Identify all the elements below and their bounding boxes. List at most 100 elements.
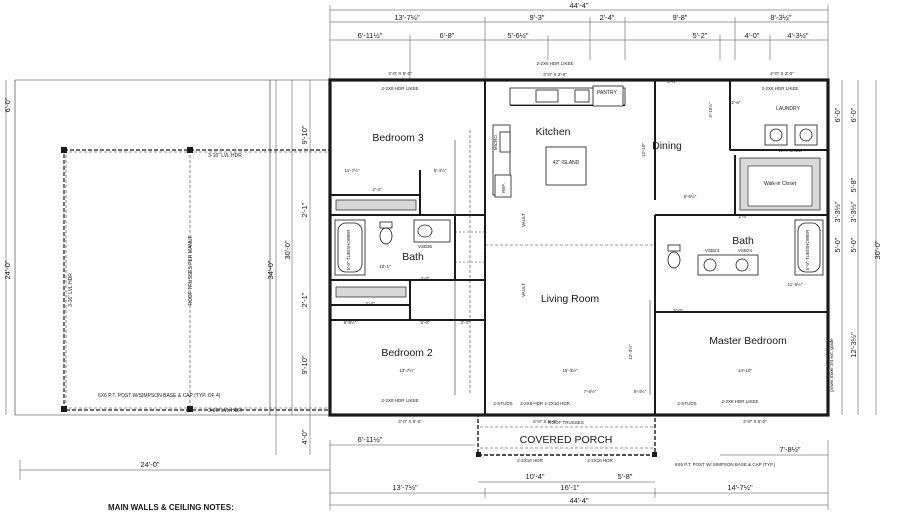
kitchen-label: Kitchen bbox=[535, 126, 570, 138]
right-seg-2: 5'-8" bbox=[849, 177, 858, 192]
refrigerator-label: REF. bbox=[501, 183, 506, 193]
left-seg-1: 9'-10" bbox=[300, 125, 309, 144]
right-bath-label: Bath bbox=[732, 235, 754, 247]
bed2-width: 13'-7½" bbox=[399, 367, 415, 373]
top-dim-5: 8'-3½" bbox=[770, 13, 792, 22]
right-overall: 30'-0" bbox=[873, 240, 882, 259]
left-seg-2: 2'-1" bbox=[300, 202, 309, 217]
right-seg-3: 3'-3½" bbox=[849, 201, 858, 223]
laundry-dim-a: 2'-6" bbox=[732, 100, 741, 105]
bedroom-3-label: Bedroom 3 bbox=[372, 132, 424, 144]
header-bot-mid: 2-2X8 HDR 2-2X10 HDR bbox=[520, 401, 571, 406]
window-bot-left: 3'-0" X 5'-0" bbox=[398, 419, 422, 424]
left-overall-far: 24'-0" bbox=[3, 260, 12, 279]
bath-width: 10'-1" bbox=[379, 264, 391, 269]
lvl-header-bottom: 3-16" LVL HDR bbox=[208, 408, 242, 414]
bottom-dim-1: 13'-7½" bbox=[392, 483, 418, 492]
porch-width-b: 5'-8" bbox=[618, 472, 633, 481]
post-note: 6X6 P.T. POST W/SIMPSON BASE & CAP (TYP.… bbox=[98, 393, 221, 399]
living-width: 15'-3½" bbox=[562, 367, 578, 373]
bed2-dim-c: 3'-4" bbox=[461, 320, 470, 325]
vault-label: VAULT bbox=[521, 213, 526, 227]
pantry-label: PANTRY bbox=[597, 90, 617, 96]
master-bedroom-label: Master Bedroom bbox=[709, 335, 787, 347]
living-height: 12'-3½" bbox=[627, 344, 633, 360]
room-labels: Bedroom 3 Bedroom 2 Kitchen Dining Livin… bbox=[372, 90, 800, 359]
right-seg-4: 5'-0" bbox=[849, 237, 858, 252]
lvl-vertical-note: 3-16" LVL HDR bbox=[68, 273, 74, 307]
left-tub-label: 5'-0" TUB/SHOWER bbox=[346, 229, 351, 270]
master-width: 14'-10" bbox=[738, 368, 752, 373]
bed2-dim-a: 6'-8½" bbox=[344, 319, 357, 325]
interior-walls bbox=[330, 80, 828, 415]
header-bot-left: 2-2X8 HDR LIKEE bbox=[381, 398, 418, 403]
walk-in-closet-label: Walk-in Closet bbox=[764, 181, 797, 187]
room-dimensions: 11'-7½" 5'-4½" 2'-4" 13'-7½" 6'-8½" 5'-0… bbox=[344, 79, 803, 394]
truss-note: ROOF TRUSSES PER MANUF. bbox=[188, 234, 194, 305]
studs-b: 2-STUDS bbox=[677, 401, 696, 406]
header-bot-right: 2-2X8 HDR LIKEE bbox=[721, 399, 758, 404]
bath-dim-a: 2'-0" bbox=[421, 276, 430, 281]
bed3-dim-a: 11'-7½" bbox=[345, 167, 360, 173]
covered-porch: COVERED PORCH ROOF TRUSSES 2-2X10 HDR 2-… bbox=[476, 414, 776, 467]
bottom-left-seg: 6'-11½" bbox=[358, 435, 383, 444]
porch-dim-a: 7'-6½" bbox=[584, 388, 597, 394]
garage-width: 24'-0" bbox=[140, 460, 159, 469]
left-dimensions: 24'-0" 6'-0" 34'-0" 30'-0" 9'-10" 2'-1" … bbox=[3, 80, 311, 455]
left-seg-4: 9'-10" bbox=[300, 355, 309, 374]
top-dimensions: 44'-4" 13'-7½" 9'-3" 2'-4" 9'-8" 8'-3½" … bbox=[329, 1, 829, 80]
right-vanity-a: VSB24 bbox=[705, 248, 720, 253]
top-dim-8: 5'-6½" bbox=[507, 31, 529, 40]
bottom-right-seg: 7'-8½" bbox=[779, 445, 801, 454]
dining-label: Dining bbox=[652, 140, 682, 152]
laundry-dim-b: 3'-10½" bbox=[707, 102, 713, 118]
top-overall-dim: 44'-4" bbox=[569, 1, 588, 10]
kitchen-height: 12'-10" bbox=[641, 143, 646, 157]
bottom-dim-3: 14'-7½" bbox=[727, 483, 753, 492]
side-note: power mixer 3/4 ext. grade bbox=[829, 338, 834, 392]
water-heater-shelf: W.H. SHELF bbox=[778, 148, 804, 153]
living-room-label: Living Room bbox=[541, 293, 600, 305]
vault-label-2: VAULT bbox=[521, 283, 526, 297]
porch-trusses: ROOF TRUSSES bbox=[548, 420, 583, 425]
top-dim-6: 6'-11½" bbox=[358, 31, 383, 40]
porch-dim-b: 5'-4½" bbox=[634, 388, 647, 394]
right-seg-1: 6'-0" bbox=[849, 107, 858, 122]
porch-header-a: 2-2X10 HDR bbox=[517, 458, 543, 463]
window-a-size: 3'-0" X 5'-0" bbox=[388, 71, 412, 76]
dining-dim-a: 6'-6½" bbox=[684, 193, 697, 199]
microwave-label: MICRO. bbox=[493, 134, 498, 150]
left-house-30: 30'-0" bbox=[283, 240, 292, 259]
window-b-size: 6'-0" X 5'-0" bbox=[533, 419, 557, 424]
top-dim-4: 9'-8" bbox=[673, 13, 688, 22]
porch-post-note: 6X6 P.T. POST W/ SIMPSON BASE & CAP (TYP… bbox=[675, 462, 776, 467]
right-vanity-b: VSB24 bbox=[738, 248, 753, 253]
window-bot-right: 3'-0" X 5'-0" bbox=[743, 419, 767, 424]
notes-title: MAIN WALLS & CEILING NOTES: bbox=[108, 503, 234, 512]
left-vanity-label: VSB36 bbox=[418, 244, 433, 249]
bottom-dimensions: 6'-11½" 7'-8½" 24'-0" 10'-4" 5'-8" 13'-7… bbox=[19, 435, 829, 510]
header-top-mid: 2-2X8 HDR LIKEE bbox=[536, 61, 573, 66]
porch-header-b: 2-2X10 HDR bbox=[587, 458, 613, 463]
studs-a: 2-STUDS bbox=[493, 401, 512, 406]
top-dim-1: 13'-7½" bbox=[394, 13, 420, 22]
left-seg-3: 2'-1" bbox=[300, 292, 309, 307]
bed2-dim-b: 5'-0" bbox=[421, 320, 430, 325]
window-d-size: 2'-0" X 3'-0" bbox=[770, 71, 794, 76]
bottom-dim-2: 16'-1" bbox=[560, 483, 579, 492]
header-top-left: 2-2X8 HDR LIKEE bbox=[381, 86, 418, 91]
fixtures: 5'-0" TUB/SHOWER VSB36 5'-0" TUB/SHOWER … bbox=[334, 85, 824, 395]
bath-dim-b: 2'-4" bbox=[366, 301, 375, 306]
top-dim-3: 2'-4" bbox=[600, 13, 615, 22]
porch-width-a: 10'-4" bbox=[525, 472, 544, 481]
top-dim-7: 6'-8" bbox=[440, 31, 455, 40]
laundry-label: LAUNDRY bbox=[776, 106, 800, 112]
top-dim-2: 9'-3" bbox=[530, 13, 545, 22]
right-inner-3: 5'-0" bbox=[833, 237, 842, 252]
dining-dim-b: 2'-6" bbox=[668, 79, 677, 84]
master-dim-a: 2'-4" bbox=[739, 214, 748, 219]
right-inner-1: 6'-0" bbox=[833, 107, 842, 122]
right-dimensions: 30'-0" 6'-0" 5'-8" 3'-3½" 5'-0" 12'-3½" … bbox=[833, 80, 882, 415]
